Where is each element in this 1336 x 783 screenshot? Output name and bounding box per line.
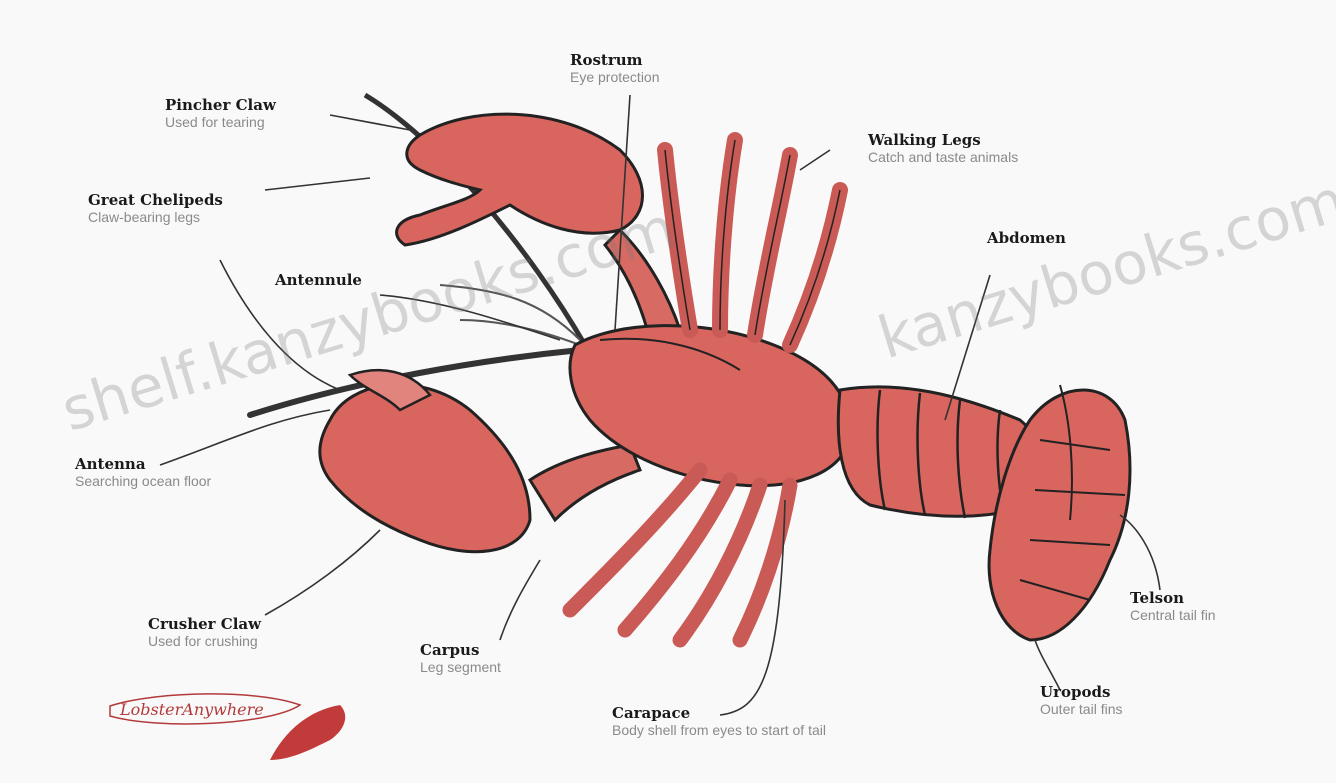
label-carapace-title: Carapace bbox=[612, 705, 826, 722]
label-pincher-claw: Pincher Claw Used for tearing bbox=[165, 97, 276, 130]
label-great-chelipeds-desc: Claw-bearing legs bbox=[88, 209, 223, 225]
label-great-chelipeds-title: Great Chelipeds bbox=[88, 192, 223, 209]
label-antennule: Antennule bbox=[275, 272, 362, 289]
label-uropods-desc: Outer tail fins bbox=[1040, 701, 1122, 717]
label-carpus-desc: Leg segment bbox=[420, 659, 501, 675]
label-carpus: Carpus Leg segment bbox=[420, 642, 501, 675]
label-uropods: Uropods Outer tail fins bbox=[1040, 684, 1122, 717]
label-abdomen-title: Abdomen bbox=[987, 230, 1066, 247]
label-walking-legs: Walking Legs Catch and taste animals bbox=[868, 132, 1018, 165]
label-telson: Telson Central tail fin bbox=[1130, 590, 1216, 623]
label-rostrum-desc: Eye protection bbox=[570, 69, 660, 85]
label-walking-legs-title: Walking Legs bbox=[868, 132, 1018, 149]
logo-text: LobsterAnywhere bbox=[120, 700, 264, 719]
label-carpus-title: Carpus bbox=[420, 642, 501, 659]
label-great-chelipeds: Great Chelipeds Claw-bearing legs bbox=[88, 192, 223, 225]
label-telson-desc: Central tail fin bbox=[1130, 607, 1216, 623]
label-abdomen: Abdomen bbox=[987, 230, 1066, 247]
label-antenna: Antenna Searching ocean floor bbox=[75, 456, 211, 489]
label-antennule-title: Antennule bbox=[275, 272, 362, 289]
label-rostrum: Rostrum Eye protection bbox=[570, 52, 660, 85]
label-crusher-claw-title: Crusher Claw bbox=[148, 616, 261, 633]
label-carapace-desc: Body shell from eyes to start of tail bbox=[612, 722, 826, 738]
label-walking-legs-desc: Catch and taste animals bbox=[868, 149, 1018, 165]
label-pincher-claw-title: Pincher Claw bbox=[165, 97, 276, 114]
label-antenna-desc: Searching ocean floor bbox=[75, 473, 211, 489]
label-pincher-claw-desc: Used for tearing bbox=[165, 114, 276, 130]
label-crusher-claw: Crusher Claw Used for crushing bbox=[148, 616, 261, 649]
label-antenna-title: Antenna bbox=[75, 456, 211, 473]
label-uropods-title: Uropods bbox=[1040, 684, 1122, 701]
label-crusher-claw-desc: Used for crushing bbox=[148, 633, 261, 649]
label-telson-title: Telson bbox=[1130, 590, 1216, 607]
label-carapace: Carapace Body shell from eyes to start o… bbox=[612, 705, 826, 738]
label-rostrum-title: Rostrum bbox=[570, 52, 660, 69]
